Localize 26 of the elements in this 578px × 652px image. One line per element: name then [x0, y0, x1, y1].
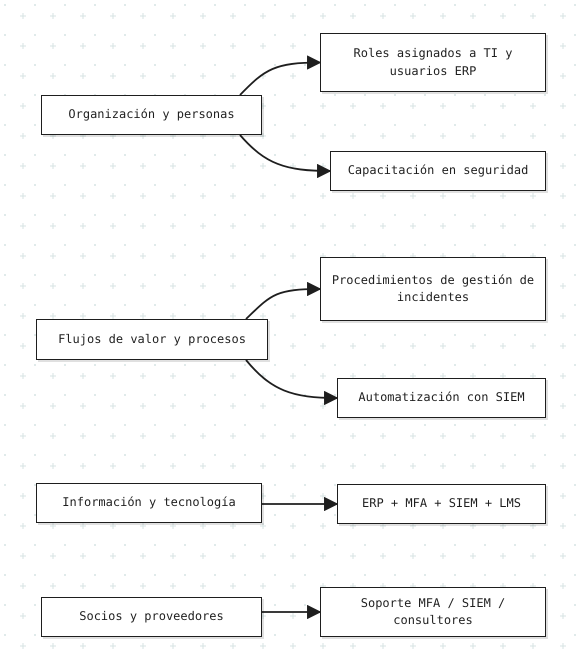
box-label: ERP + MFA + SIEM + LMS — [362, 495, 521, 512]
process-box — [337, 378, 546, 418]
process-box — [41, 597, 262, 637]
box-label: Organización y personas — [68, 106, 235, 124]
box-label: Socios y proveedores — [79, 608, 224, 626]
process-box — [36, 319, 268, 360]
box-label: Procedimientos de gestión de incidentes — [331, 272, 535, 306]
process-box — [41, 95, 262, 135]
arrow — [262, 496, 338, 512]
arrow — [245, 359, 338, 405]
box-label: Flujos de valor y procesos — [58, 330, 246, 348]
arrow — [262, 604, 322, 620]
box-label: Capacitación en seguridad — [348, 162, 528, 180]
process-box — [330, 151, 546, 191]
process-box — [337, 484, 546, 524]
arrow — [245, 282, 322, 320]
box-label: Automatización con SIEM — [358, 389, 525, 406]
arrow — [239, 55, 322, 96]
arrow — [239, 134, 332, 178]
process-box — [320, 33, 546, 92]
process-box — [36, 483, 262, 523]
process-box — [320, 257, 546, 321]
process-box — [320, 587, 546, 637]
box-label: Roles asignados a TI y usuarios ERP — [352, 45, 514, 80]
box-label: Información y tecnología — [62, 494, 236, 512]
box-label: Soporte MFA / SIEM / consultores — [360, 594, 506, 629]
